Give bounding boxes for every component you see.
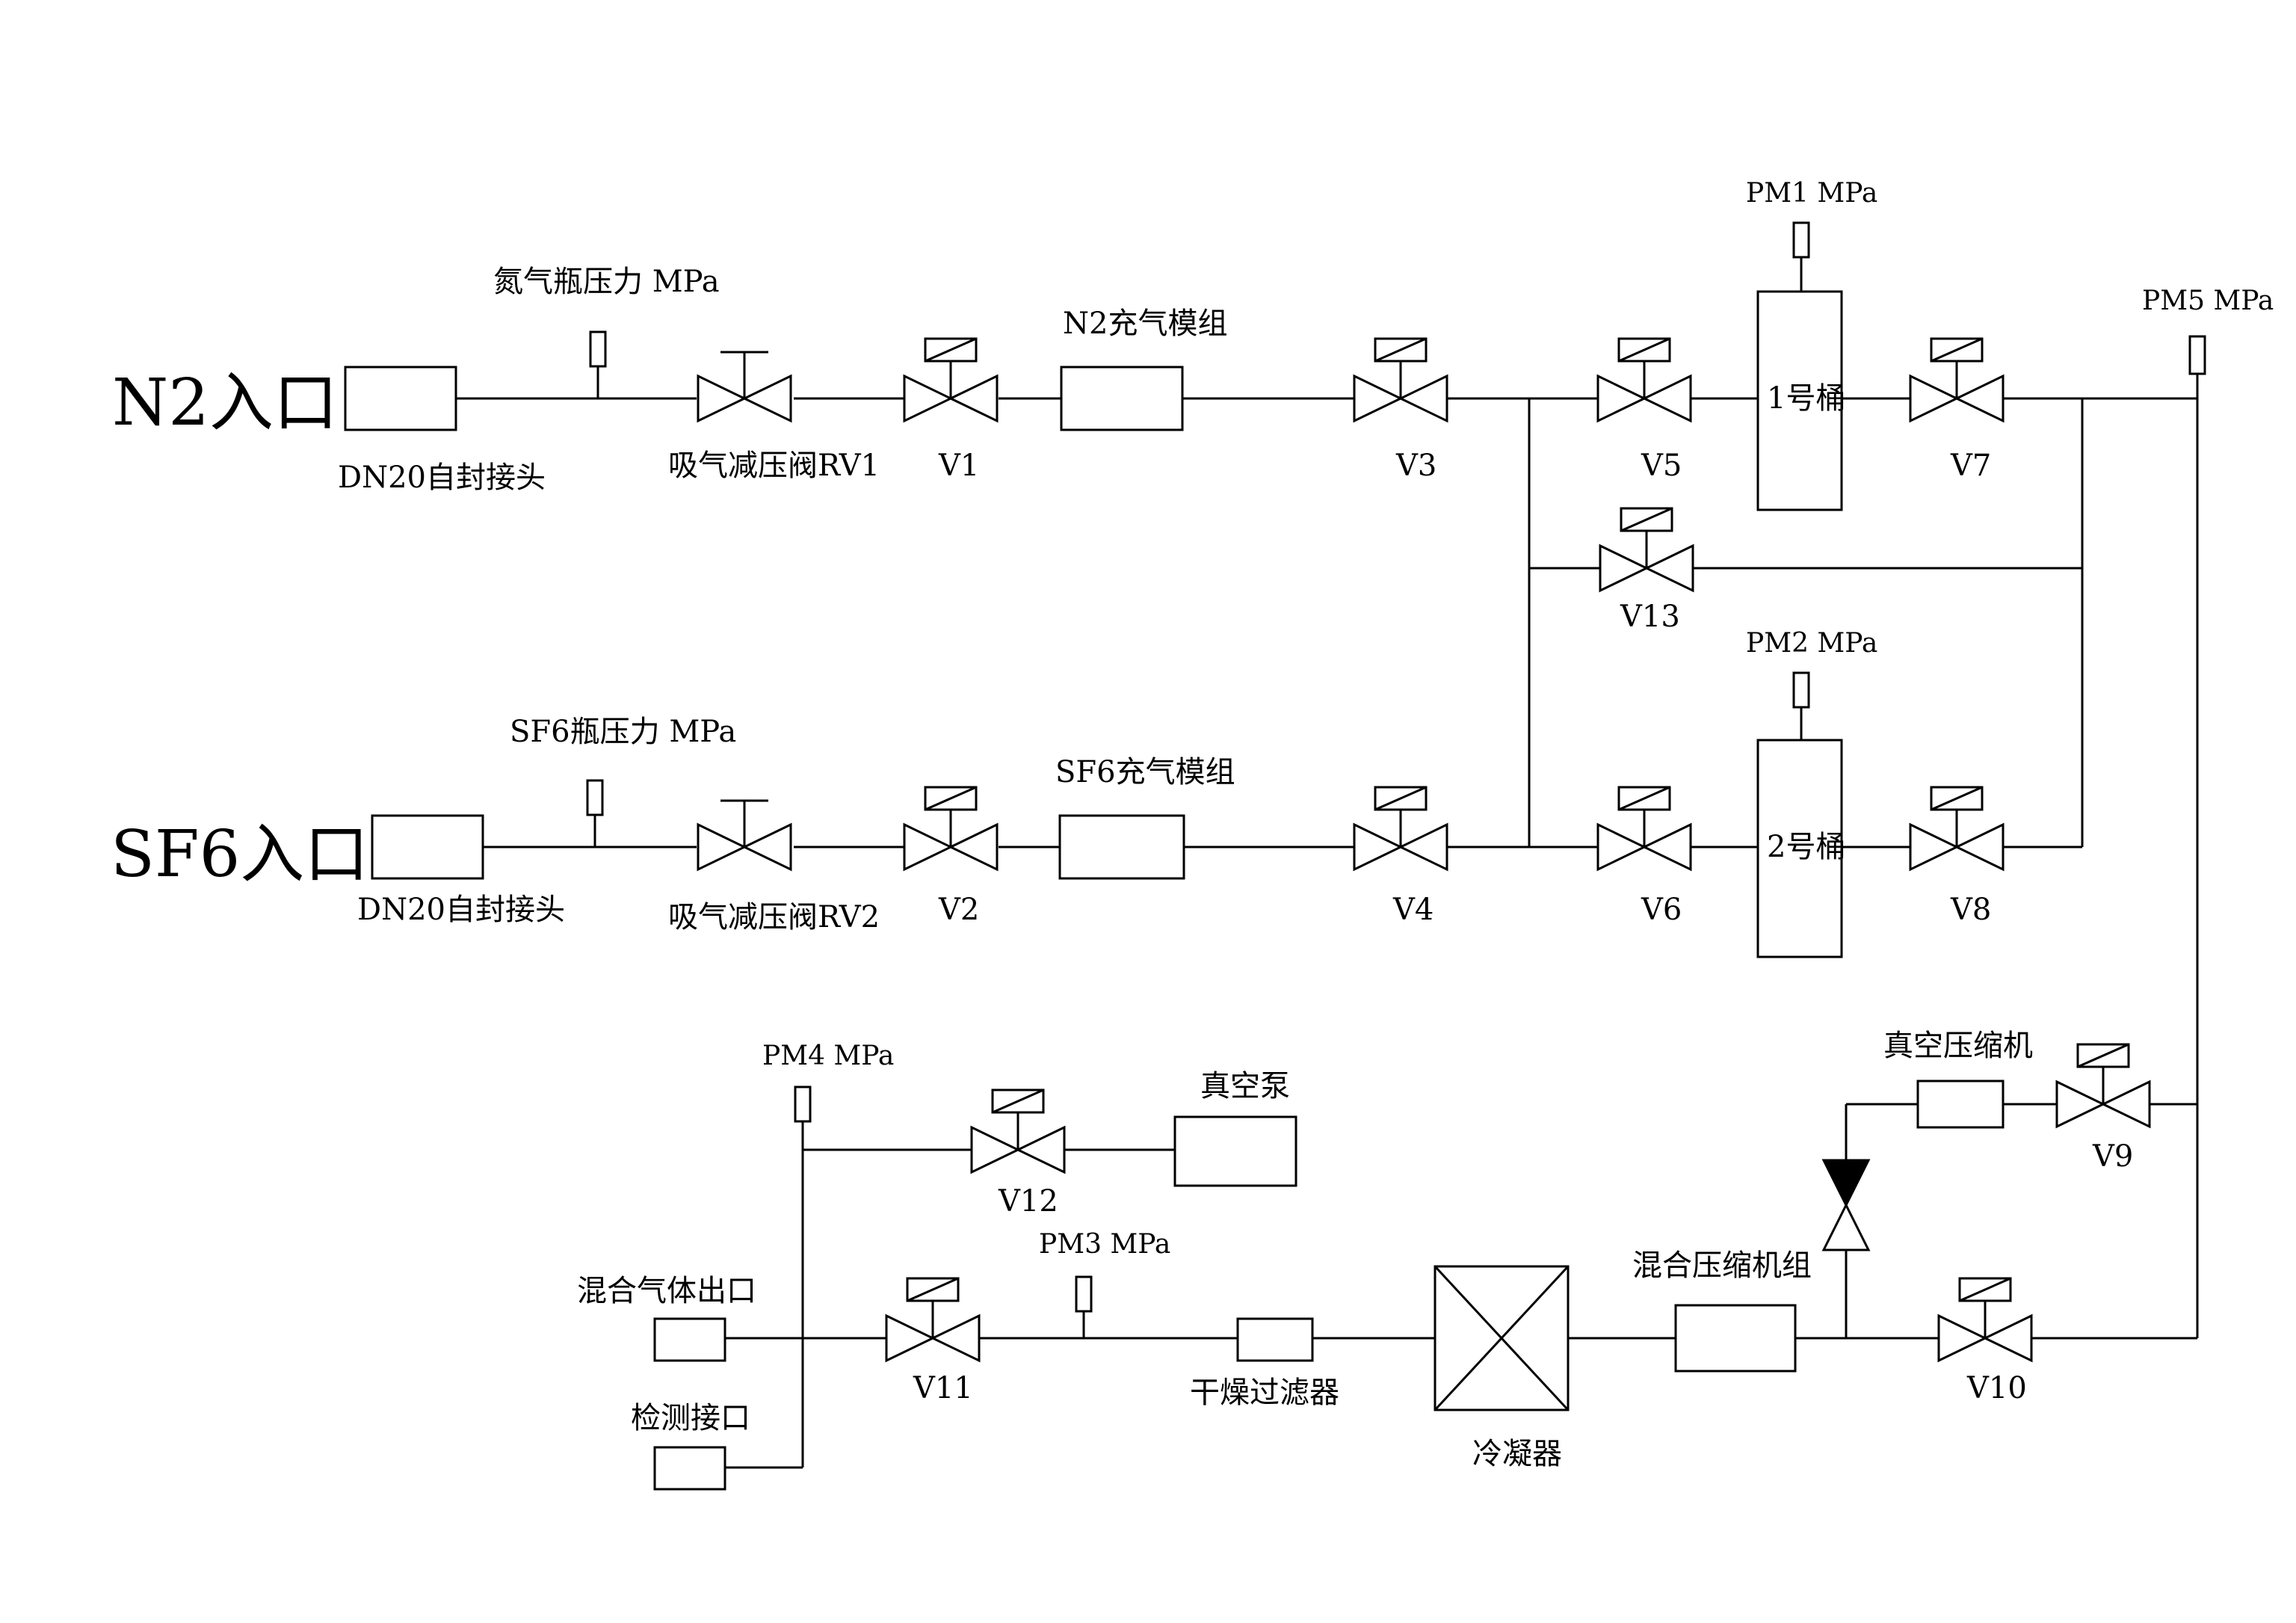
v3-valve-icon [1353, 337, 1448, 423]
sf6-coupling-box [371, 814, 484, 880]
mixed-gas-outlet-box [653, 1317, 726, 1362]
v6-label: V6 [1641, 893, 1682, 927]
n2-inlet-label: N2入口 [112, 366, 338, 440]
pm2-gauge [1792, 671, 1810, 709]
dry-filter-box [1236, 1317, 1314, 1362]
vacuum-compressor-box [1916, 1080, 2005, 1129]
pm3-gauge [1075, 1275, 1093, 1313]
vacuum-pump-label: 真空泵 [1200, 1069, 1290, 1103]
n2-coupling-label: DN20自封接头 [338, 461, 546, 495]
vacuum-pump-box [1173, 1115, 1297, 1187]
v13-label: V13 [1620, 600, 1680, 634]
v1-valve-icon [903, 337, 999, 423]
piping [456, 374, 2199, 1469]
pm4-label: PM4 MPa [762, 1041, 894, 1071]
sf6-coupling-label: DN20自封接头 [357, 893, 565, 927]
v8-label: V8 [1950, 893, 1991, 927]
equipment [344, 290, 2005, 1491]
gauges [586, 221, 2206, 1338]
pm1-label: PM1 MPa [1746, 178, 1877, 209]
pm5-gauge [2188, 335, 2206, 375]
rv1-valve-icon [697, 351, 792, 423]
condenser-label: 冷凝器 [1472, 1437, 1562, 1471]
sf6-bottle-pressure-label: SF6瓶压力 MPa [510, 715, 736, 749]
v2-valve-icon [903, 786, 999, 872]
v5-valve-icon [1596, 337, 1692, 423]
n2-module-box [1060, 366, 1184, 431]
sf6-inlet-label: SF6入口 [111, 817, 368, 892]
condenser-symbol [1434, 1265, 1570, 1411]
n2-bottle-pressure-label: 氮气瓶压力 MPa [493, 265, 720, 299]
n2-bottle-pressure-gauge [589, 330, 607, 368]
v12-valve-icon [970, 1088, 1066, 1174]
v2-label: V2 [938, 893, 979, 927]
v12-label: V12 [998, 1184, 1058, 1219]
tank1-label: 1号桶 [1767, 381, 1845, 416]
sf6-module-label: SF6充气模组 [1055, 755, 1235, 789]
v8-valve-icon [1909, 786, 2005, 872]
mixed-gas-outlet-label: 混合气体出口 [577, 1274, 756, 1308]
test-port-label: 检测接口 [631, 1401, 750, 1435]
pm1-gauge [1792, 221, 1810, 259]
v6-valve-icon [1596, 786, 1692, 872]
v9-label: V9 [2092, 1139, 2133, 1174]
v11-valve-icon [885, 1277, 981, 1363]
mix-compressor-group-label: 混合压缩机组 [1632, 1248, 1812, 1283]
sf6-module-box [1058, 814, 1185, 880]
valves [697, 337, 2151, 1363]
v3-label: V3 [1395, 449, 1436, 483]
labels: N2入口 SF6入口 氮气瓶压力 MPa SF6瓶压力 MPa DN20自封接头… [111, 178, 2274, 1471]
tank2-label: 2号桶 [1767, 830, 1845, 864]
pm4-gauge [794, 1085, 812, 1123]
v7-label: V7 [1950, 449, 1991, 483]
n2-module-label: N2充气模组 [1063, 307, 1227, 341]
v4-valve-icon [1353, 786, 1448, 872]
dry-filter-label: 干燥过滤器 [1190, 1376, 1339, 1410]
n2-coupling-box [344, 366, 457, 431]
v13-valve-icon [1599, 507, 1694, 593]
v1-label: V1 [938, 449, 979, 483]
pm2-label: PM2 MPa [1746, 628, 1877, 659]
v4-label: V4 [1392, 893, 1434, 927]
rv1-label: 吸气减压阀RV1 [668, 449, 880, 483]
v11-label: V11 [913, 1371, 973, 1405]
mix-compressor-group-box [1674, 1304, 1797, 1373]
v7-valve-icon [1909, 337, 2005, 423]
vacuum-compressor-label: 真空压缩机 [1883, 1029, 2033, 1063]
rv2-label: 吸气减压阀RV2 [668, 900, 880, 934]
sf6-bottle-pressure-gauge [586, 779, 604, 816]
pm3-label: PM3 MPa [1039, 1229, 1170, 1260]
check-valve-icon [1821, 1159, 1871, 1251]
test-port-box [653, 1446, 726, 1491]
tank1-box [1756, 290, 1843, 511]
v5-label: V5 [1641, 449, 1682, 483]
rv2-valve-icon [697, 799, 792, 872]
pm5-label: PM5 MPa [2142, 286, 2274, 316]
v10-valve-icon [1937, 1277, 2033, 1363]
tank2-box [1756, 739, 1843, 958]
v9-valve-icon [2055, 1043, 2151, 1129]
v10-label: V10 [1966, 1371, 2027, 1405]
